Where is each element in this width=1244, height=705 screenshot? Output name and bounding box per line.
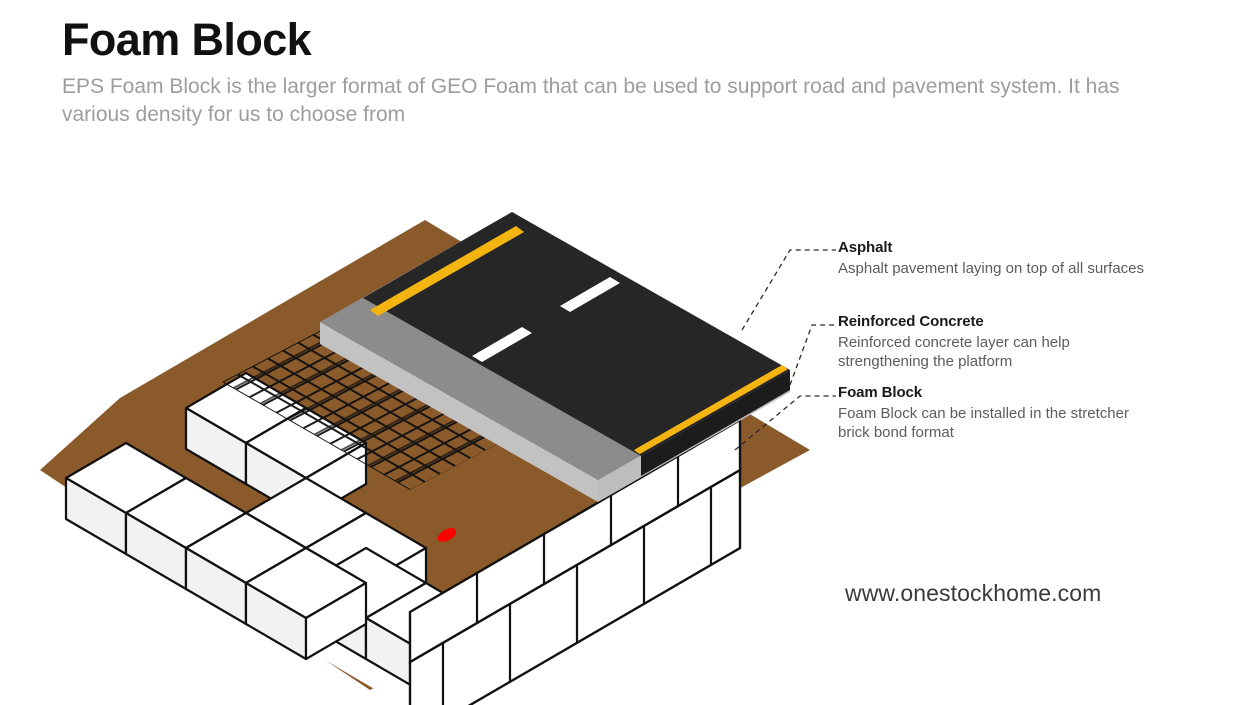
leader-lines: [734, 249, 836, 451]
leader-line-asphalt: [741, 249, 836, 331]
lane-dash: [472, 327, 532, 362]
website-url: www.onestockhome.com: [845, 580, 1102, 606]
foam-block: [244, 546, 368, 661]
yellow-edge-line-left: [370, 226, 524, 316]
callout-asphalt-body: Asphalt pavement laying on top of all su…: [838, 259, 1145, 277]
callout-reinforced-concrete-title: Reinforced Concrete: [838, 313, 984, 330]
callout-foam-block: Foam Block Foam Block can be installed i…: [838, 384, 1158, 442]
callout-asphalt: Asphalt Asphalt pavement laying on top o…: [838, 239, 1158, 278]
callout-asphalt-title: Asphalt: [838, 239, 893, 256]
leader-line-concrete: [789, 324, 836, 386]
callout-foam-block-title: Foam Block: [838, 384, 923, 401]
pavement-cutaway-illustration: [0, 150, 1244, 705]
foam-block-right-wall: [408, 417, 742, 705]
callout-reinforced-concrete: Reinforced Concrete Reinforced concrete …: [838, 313, 1158, 371]
asphalt-layer: [363, 212, 790, 476]
leader-line-foam: [734, 395, 836, 451]
header: Foam Block EPS Foam Block is the larger …: [62, 16, 1172, 129]
page-subtitle: EPS Foam Block is the larger format of G…: [62, 75, 1120, 127]
foam-joint-lower: [441, 486, 713, 705]
red-marker: [437, 528, 457, 542]
page-title: Foam Block: [62, 14, 312, 65]
isometric-diagram-svg: [40, 212, 836, 705]
callout-foam-block-body: Foam Block can be installed in the stret…: [838, 404, 1129, 441]
yellow-edge-line-right: [634, 365, 790, 456]
lane-dash: [560, 277, 620, 312]
road-markings: [370, 226, 790, 456]
foam-joint-upper: [475, 456, 680, 623]
callout-reinforced-concrete-body: Reinforced concrete layer can help stren…: [838, 333, 1070, 370]
foam-block-field-left: [64, 371, 488, 696]
